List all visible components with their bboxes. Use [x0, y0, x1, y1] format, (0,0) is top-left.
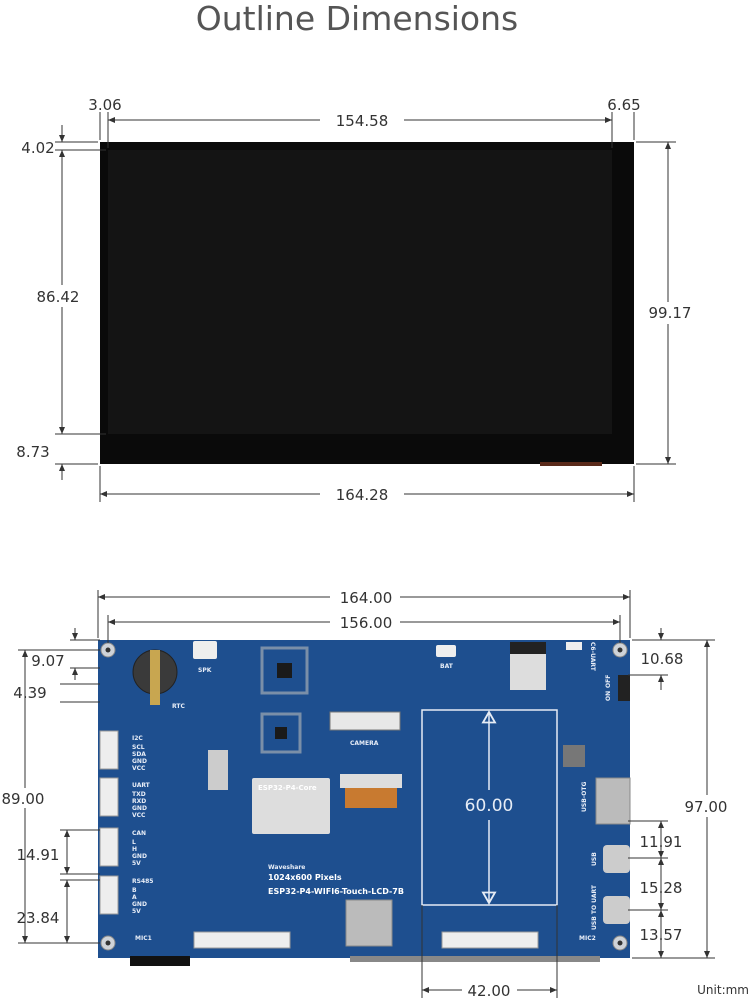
silk-bat: BAT [440, 663, 454, 670]
power-switch [618, 675, 630, 701]
dim-can-spacing: 14.91 [17, 846, 60, 864]
dim-left-top-offset: 9.07 [31, 652, 64, 670]
silk-spk: SPK [198, 667, 212, 674]
dim-lcd-total-width: 164.28 [336, 486, 389, 504]
silk-pin: 5V [132, 908, 141, 915]
lcd-front-view: 3.06 154.58 6.65 4.02 86.42 8.73 99.17 1… [16, 96, 695, 504]
dim-battery-area-height: 60.00 [465, 796, 514, 816]
silk-pin: VCC [132, 812, 146, 819]
page-title: Outline Dimensions [196, 0, 518, 38]
dim-lcd-left-margin: 3.06 [88, 96, 121, 114]
unit-label: Unit:mm [697, 983, 749, 997]
silk-c6-uart: C6-UART [589, 642, 596, 672]
dim-switch-offset: 10.68 [641, 650, 684, 668]
dim-lcd-bottom-margin: 8.73 [16, 443, 49, 461]
dim-rs485-offset: 23.84 [17, 909, 60, 927]
silk-rs485: RS485 [132, 878, 153, 885]
dim-usb-otg-gap: 11.91 [640, 833, 683, 851]
silk-module: ESP32-P4-Core [258, 784, 317, 792]
silk-brand: Waveshare [268, 864, 305, 871]
esp32-p4-core-module [252, 778, 330, 834]
silk-pin: GND [132, 758, 147, 765]
silk-off: OFF [605, 675, 612, 688]
lcd-active-area [108, 150, 612, 434]
silk-uart: UART [132, 782, 151, 789]
silk-rtc: RTC [172, 703, 185, 710]
silk-pin: TXD [132, 791, 146, 798]
silk-usb-to-uart: USB TO UART [591, 884, 598, 930]
silk-camera: CAMERA [350, 740, 379, 747]
dim-lcd-total-height: 99.17 [649, 304, 692, 322]
silk-mic2: MIC2 [579, 935, 596, 942]
dim-usb-uart-offset: 13.57 [640, 926, 683, 944]
silk-resolution: 1024x600 Pixels [268, 873, 342, 882]
silk-pin: GND [132, 901, 147, 908]
silk-pin: RXD [132, 798, 146, 805]
silk-mic1: MIC1 [135, 935, 152, 942]
dim-board-hole-spacing-y: 89.00 [2, 790, 45, 808]
silk-usb: USB [591, 852, 598, 866]
dim-lcd-right-margin: 6.65 [607, 96, 640, 114]
silk-pin: 5V [132, 860, 141, 867]
silk-pin: SCL [132, 744, 145, 751]
silk-pin: B [132, 887, 137, 894]
usb-c-port [603, 845, 630, 873]
dim-battery-area-width: 42.00 [468, 982, 511, 1000]
dim-board-total-height: 97.00 [685, 798, 728, 816]
silk-pin: VCC [132, 765, 146, 772]
silk-i2c: I2C [132, 735, 143, 742]
dim-board-hole-spacing-x: 156.00 [340, 614, 393, 632]
silk-can: CAN [132, 830, 146, 837]
usb-to-uart-port [603, 896, 630, 924]
dim-lcd-top-margin: 4.02 [21, 139, 54, 157]
dim-board-total-width: 164.00 [340, 589, 393, 607]
silk-pin: GND [132, 853, 147, 860]
battery-area-outline [421, 709, 558, 906]
silk-pin: L [132, 839, 136, 846]
silk-pin: GND [132, 805, 147, 812]
silk-pin: A [132, 894, 137, 901]
silk-on: ON [605, 691, 612, 701]
dim-lcd-active-height: 86.42 [37, 288, 80, 306]
dim-lcd-active-width: 154.58 [336, 112, 389, 130]
usb-otg-port [595, 777, 631, 825]
silk-model: ESP32-P4-WIFI6-Touch-LCD-7B [268, 887, 404, 896]
fpc-edge [540, 462, 602, 466]
silk-usb-otg: USB-OTG [581, 782, 588, 812]
board-back-view: RTC SPK CAMERA ESP32-P4-Core Waveshare 1… [2, 587, 733, 1000]
dim-left-button-gap: 4.39 [13, 684, 46, 702]
dim-usb-gap: 15.28 [640, 879, 683, 897]
silk-pin: SDA [132, 751, 146, 758]
silk-pin: H [132, 846, 137, 853]
